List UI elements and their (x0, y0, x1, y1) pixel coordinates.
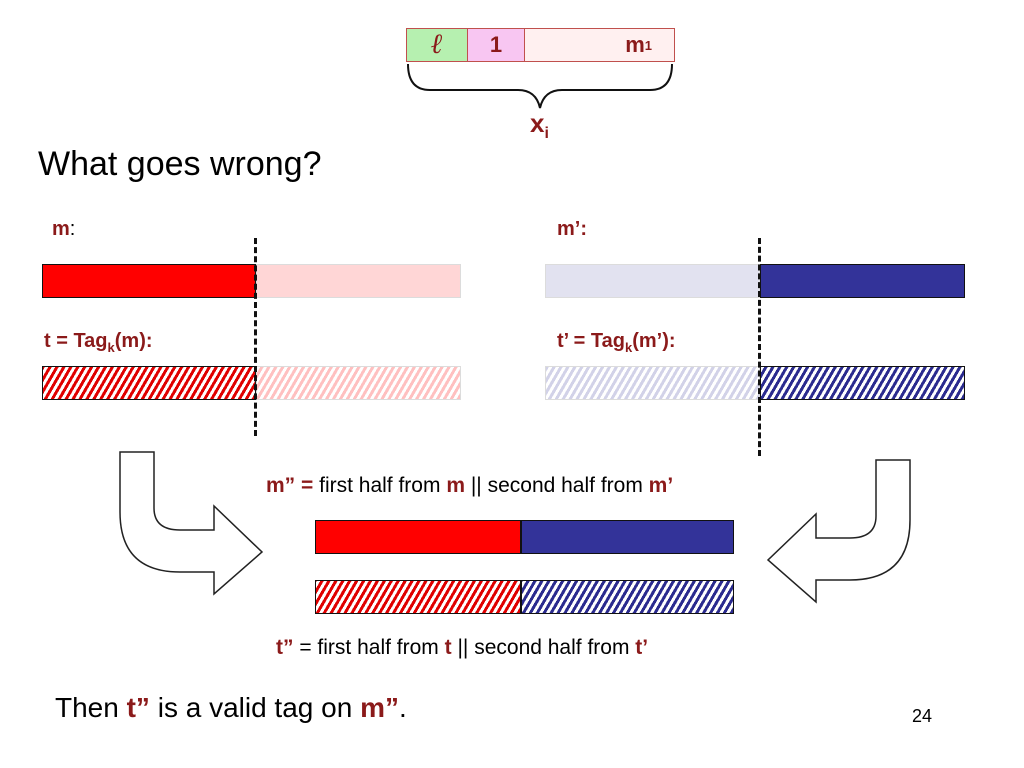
conclusion-b1: t” (126, 692, 150, 723)
label-t-sub: k (107, 340, 115, 355)
bar-m-double-prime-first (315, 520, 521, 554)
block-cell-index: 1 (468, 29, 525, 61)
conclusion-text2: is a valid tag on (149, 692, 361, 723)
bar-m-prime-first-half (545, 264, 760, 298)
bar-t-double-prime-second (521, 580, 734, 614)
caption-m-prefix: m” = (266, 474, 314, 497)
bar-t-prime-second-half (760, 366, 965, 400)
label-m-prime: m’: (557, 218, 587, 240)
slide-title: What goes wrong? (38, 145, 322, 183)
block-cell-message-sub: 1 (644, 37, 652, 53)
block-cell-message-text: m (625, 32, 645, 57)
curly-brace (407, 63, 673, 109)
curved-arrow-left-icon (119, 451, 264, 596)
caption-m-b1: m (446, 474, 465, 497)
label-m-colon: : (69, 218, 76, 240)
caption-t-double-prime: t” = first half from t || second half fr… (276, 636, 648, 660)
brace-label-sub: i (544, 125, 549, 143)
label-m: m: (52, 218, 75, 241)
bar-m-second-half (256, 264, 461, 298)
conclusion-text: Then t” is a valid tag on m”. (55, 692, 407, 724)
bar-t-prime-first-half (545, 366, 760, 400)
label-t-prime-sub: k (624, 340, 633, 355)
caption-t-text1: = first half from (293, 636, 445, 659)
brace-label: xi (530, 108, 549, 143)
brace-label-text: x (530, 108, 545, 138)
label-t-prime: t’ = Tagk(m’): (557, 330, 676, 355)
label-t-text: t = Tag (44, 330, 108, 352)
label-t-prime-text: t’ = Tag (557, 330, 625, 352)
block-cell-length: ℓ (407, 29, 468, 61)
label-m-text: m (52, 218, 70, 240)
caption-m-text2: || second half from (465, 474, 649, 497)
divider-right (758, 238, 761, 456)
conclusion-text3: . (398, 692, 407, 723)
bar-m-prime-second-half (760, 264, 965, 298)
divider-left (254, 238, 257, 436)
bar-t-first-half (42, 366, 256, 400)
conclusion-text1: Then (55, 692, 127, 723)
caption-t-prefix: t” (276, 636, 294, 659)
caption-t-b2: t’ (635, 636, 649, 659)
caption-m-double-prime: m” = first half from m || second half fr… (266, 474, 673, 498)
bar-m-first-half (42, 264, 256, 298)
page-number: 24 (912, 706, 933, 726)
label-t-suffix: (m): (114, 330, 153, 352)
bar-t-second-half (256, 366, 461, 400)
label-t-prime-suffix: (m’): (632, 330, 676, 352)
bar-m-double-prime-second (521, 520, 734, 554)
label-t: t = Tagk(m): (44, 330, 153, 355)
bar-t-double-prime-first (315, 580, 521, 614)
caption-m-text1: first half from (313, 474, 447, 497)
caption-t-text2: || second half from (451, 636, 636, 659)
conclusion-b2: m” (360, 692, 399, 723)
caption-t-b1: t (444, 636, 452, 659)
curved-arrow-right-icon (766, 459, 911, 604)
caption-m-b2: m’ (648, 474, 674, 497)
